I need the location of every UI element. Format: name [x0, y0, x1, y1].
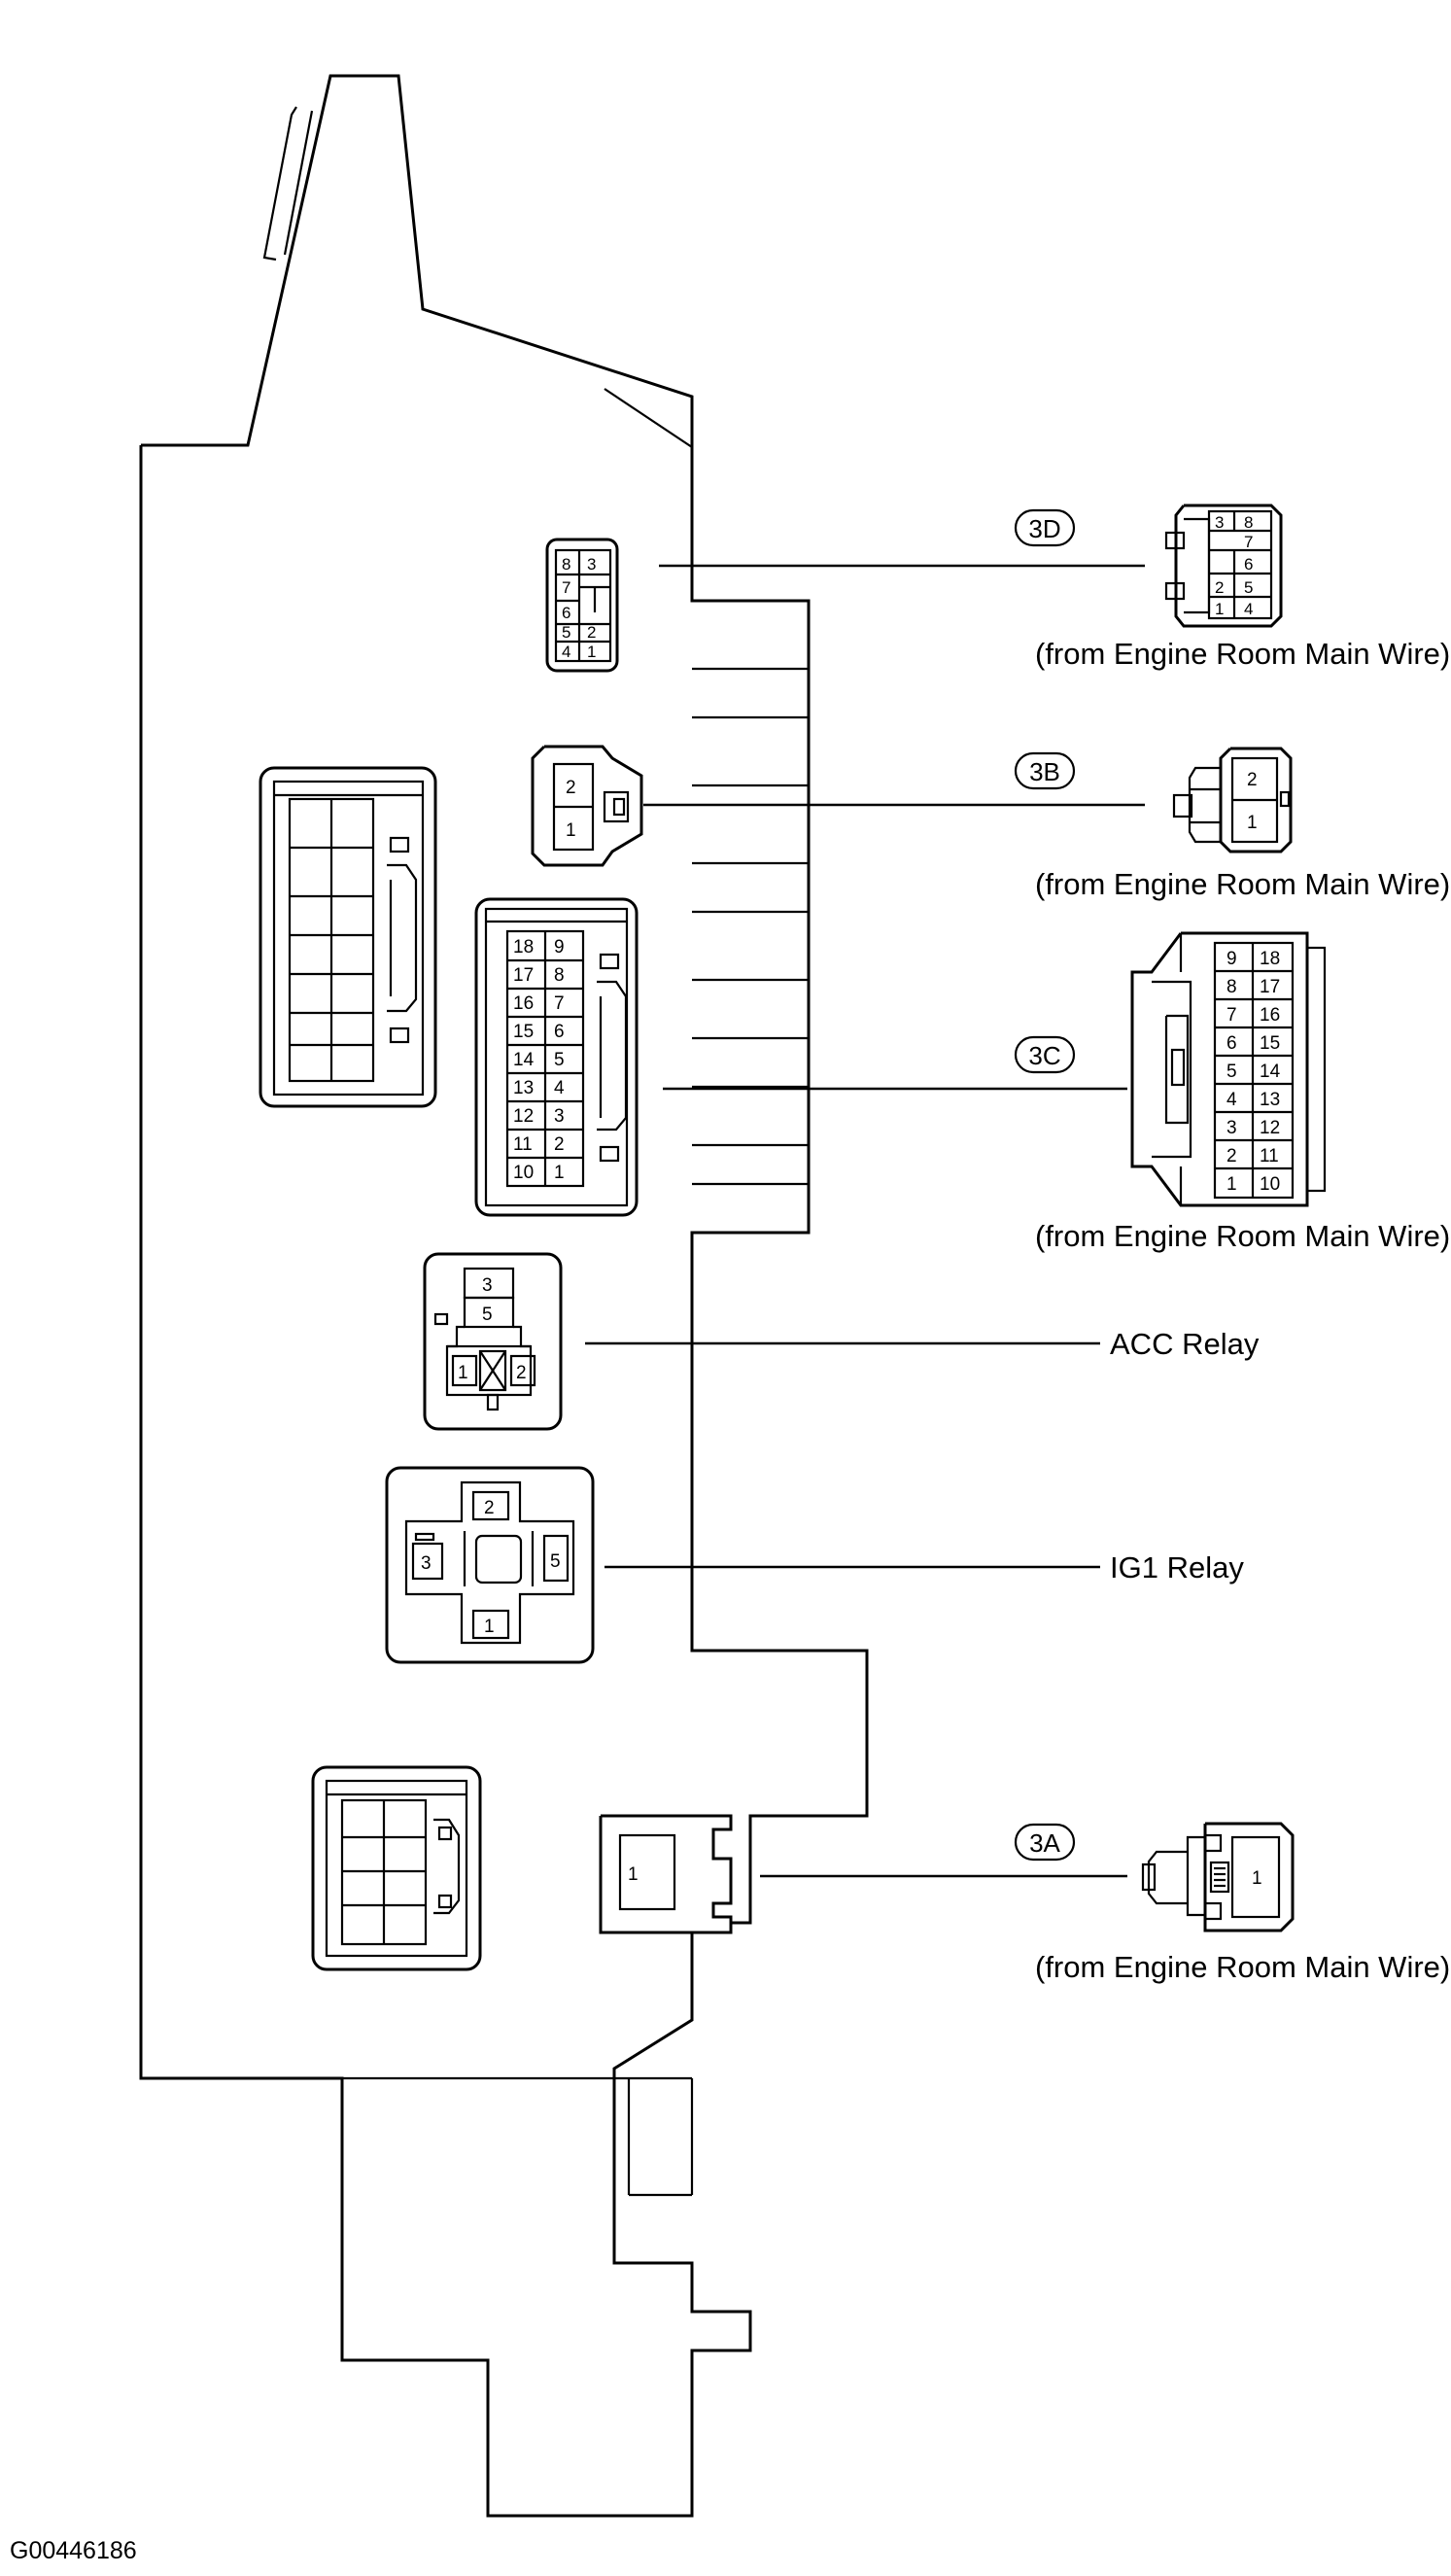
pin-label: 6	[1244, 555, 1253, 574]
pin-label: 1	[587, 643, 596, 661]
pin-label: 3	[1215, 513, 1224, 532]
pin-label: 3	[421, 1553, 432, 1574]
pin-label: 5	[1244, 578, 1253, 597]
pin-label: 2	[484, 1498, 495, 1518]
pin-label: 1	[566, 820, 576, 841]
source-label-3b: (from Engine Room Main Wire)	[1035, 867, 1450, 901]
pin-label: 5	[482, 1305, 493, 1325]
blank-socket-upper	[259, 766, 437, 1108]
pin-label: 7	[1226, 1005, 1237, 1026]
mating-plug-3b: 2 1	[1172, 747, 1293, 853]
tag-3d: 3D	[1028, 514, 1060, 543]
pin-label: 1	[554, 1163, 565, 1183]
pin-label: 1	[458, 1363, 468, 1383]
pin-label: 3	[554, 1106, 565, 1127]
pin-label: 2	[554, 1134, 565, 1155]
pin-label: 15	[1260, 1033, 1280, 1054]
acc-relay-socket: 3 5 1 2	[423, 1252, 563, 1431]
pin-label: 1	[1226, 1174, 1237, 1195]
pin-label: 17	[513, 965, 534, 986]
connector-3d-socket: 8 3 7 6 5 2 4 1	[545, 538, 619, 673]
pin-label: 6	[554, 1022, 565, 1042]
pin-label: 11	[1260, 1146, 1279, 1166]
pin-label: 12	[513, 1106, 534, 1127]
pin-label: 10	[1260, 1174, 1280, 1195]
ig1-relay-socket: 2 3 5 1	[385, 1466, 595, 1664]
pin-label: 5	[550, 1551, 561, 1572]
pin-label: 10	[513, 1163, 534, 1183]
pin-label: 17	[1260, 977, 1280, 997]
pin-label: 4	[554, 1078, 565, 1098]
connector-3b-socket: 2 1	[531, 745, 643, 867]
pin-label: 3	[587, 555, 596, 574]
mating-plug-3a: 1	[1141, 1822, 1295, 1932]
pin-label: 18	[513, 937, 534, 957]
pin-label: 18	[1260, 949, 1280, 969]
pin-label: 8	[554, 965, 565, 986]
pin-label: 1	[1252, 1868, 1262, 1889]
pin-label: 3	[482, 1275, 493, 1296]
pin-label: 1	[1215, 600, 1224, 618]
pin-label: 7	[554, 993, 565, 1014]
pin-label: 15	[513, 1022, 534, 1042]
pin-label: 16	[1260, 1005, 1280, 1026]
pin-label: 14	[513, 1050, 535, 1070]
pin-label: 2	[1215, 578, 1224, 597]
pin-label: 8	[1244, 513, 1253, 532]
tag-3c: 3C	[1028, 1041, 1060, 1070]
pin-label: 9	[554, 937, 565, 957]
pin-label: 9	[1226, 949, 1237, 969]
ig1-relay-label: IG1 Relay	[1110, 1550, 1244, 1584]
pin-label: 4	[562, 643, 570, 661]
source-label-3a: (from Engine Room Main Wire)	[1035, 1950, 1450, 1984]
pin-label: 2	[516, 1363, 527, 1383]
mating-plug-3c: 9 18 8 17 7 16 6 15 5 14 4 13 3 12 2 11 …	[1130, 931, 1327, 1207]
pin-label: 2	[1226, 1146, 1237, 1166]
pin-label: 14	[1260, 1062, 1281, 1082]
pin-label: 6	[1226, 1033, 1237, 1054]
tag-3b: 3B	[1029, 757, 1060, 786]
connector-3c-socket: 18 9 17 8 16 7 15 6 14 5 13 4 12 3 11 2 …	[474, 897, 639, 1217]
pin-label: 8	[562, 555, 570, 574]
pin-label: 11	[513, 1134, 533, 1155]
pin-label: 2	[587, 623, 596, 642]
pin-label: 3	[1226, 1118, 1237, 1138]
pin-label: 8	[1226, 977, 1237, 997]
pin-label: 2	[1247, 770, 1258, 790]
pin-label: 12	[1260, 1118, 1280, 1138]
tag-3a: 3A	[1029, 1828, 1060, 1858]
figure-code: G00446186	[10, 2537, 137, 2564]
leader-lines	[585, 564, 1145, 1878]
pin-label: 1	[484, 1617, 495, 1637]
pin-label: 7	[562, 578, 570, 597]
pin-label: 4	[1244, 600, 1253, 618]
mating-plug-3d: 3 8 7 6 2 5 1 4	[1164, 504, 1283, 628]
pin-label: 7	[1244, 533, 1253, 551]
connector-tags: 3D 3B 3C 3A	[1014, 508, 1076, 1862]
pin-label: 1	[1247, 813, 1258, 833]
pin-label: 4	[1226, 1090, 1237, 1110]
acc-relay-label: ACC Relay	[1110, 1327, 1260, 1361]
pin-label: 5	[562, 623, 570, 642]
blank-socket-lower	[311, 1765, 482, 1971]
pin-label: 13	[513, 1078, 534, 1098]
pin-label: 16	[513, 993, 534, 1014]
pin-label: 13	[1260, 1090, 1280, 1110]
pin-label: 5	[1226, 1062, 1237, 1082]
source-label-3c: (from Engine Room Main Wire)	[1035, 1219, 1450, 1253]
pin-label: 1	[628, 1864, 639, 1885]
pin-label: 6	[562, 604, 570, 622]
pin-label: 5	[554, 1050, 565, 1070]
source-label-3d: (from Engine Room Main Wire)	[1035, 637, 1450, 671]
connector-3a-socket: 1	[599, 1814, 733, 1934]
pin-label: 2	[566, 778, 576, 798]
